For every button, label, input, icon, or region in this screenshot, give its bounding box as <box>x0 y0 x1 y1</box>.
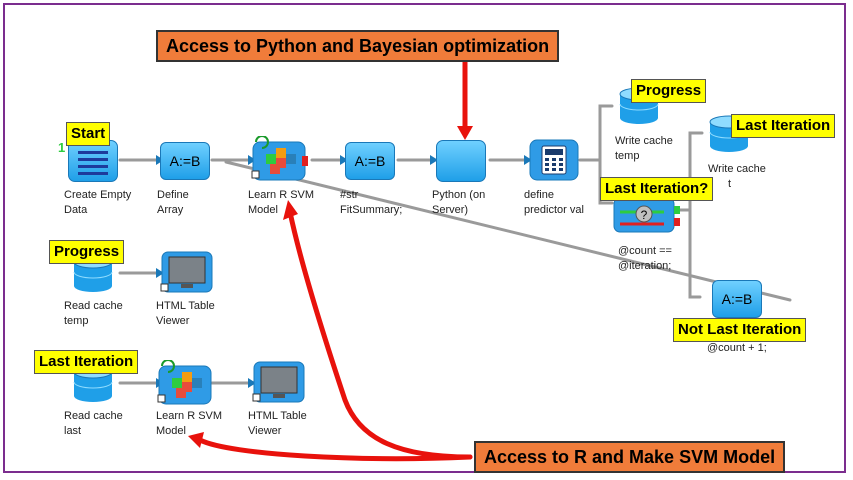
fitsummary-node[interactable]: A:=B <box>345 142 395 180</box>
wire <box>598 158 614 205</box>
html-table-viewer-node-1[interactable] <box>160 250 216 296</box>
wire-arrowhead <box>340 155 348 165</box>
wire-arrowhead <box>430 155 438 165</box>
wire-arrowhead <box>524 155 532 165</box>
learn-r-svm-node-top[interactable] <box>250 136 312 182</box>
wire-arrowhead <box>248 155 256 165</box>
banner-python: Access to Python and Bayesian optimizati… <box>156 30 560 62</box>
create-empty-data-node[interactable] <box>68 140 118 182</box>
loop-wire <box>224 160 792 302</box>
define-array-node[interactable]: A:=B <box>160 142 210 180</box>
r-bottom-pointer-arrow <box>197 437 473 462</box>
if-condition-node[interactable]: ? <box>612 196 684 236</box>
diagram-frame <box>3 3 846 473</box>
learn-r-svm-node-bottom[interactable] <box>156 360 218 406</box>
python-server-node[interactable] <box>436 140 486 182</box>
wire <box>578 104 614 162</box>
html-table-viewer-node-2[interactable] <box>252 360 308 406</box>
callout-last-iteration-question: Last Iteration? <box>600 177 714 201</box>
callout-last-iteration-top: Last Iteration <box>731 114 836 138</box>
callout-start: Start <box>66 122 111 146</box>
start-number: 1 <box>58 140 66 155</box>
callout-progress-left: Progress <box>49 240 125 264</box>
svg-text:?: ? <box>641 208 648 222</box>
wire <box>678 131 704 212</box>
callout-not-last-iteration: Not Last Iteration <box>673 318 807 342</box>
increment-count-label: @count + 1; <box>707 342 767 354</box>
callout-last-iteration-left: Last Iteration <box>34 350 139 374</box>
wire-arrowhead <box>248 378 256 388</box>
r-top-pointer-arrow <box>287 209 473 460</box>
callout-progress-top: Progress <box>631 79 707 103</box>
increment-count-node[interactable]: A:=B <box>712 280 762 318</box>
calculator-node[interactable] <box>528 136 582 182</box>
banner-r: Access to R and Make SVM Model <box>474 441 786 473</box>
wire-arrowhead <box>156 268 164 278</box>
count-check-label: @count ==@iteration; <box>618 245 672 272</box>
